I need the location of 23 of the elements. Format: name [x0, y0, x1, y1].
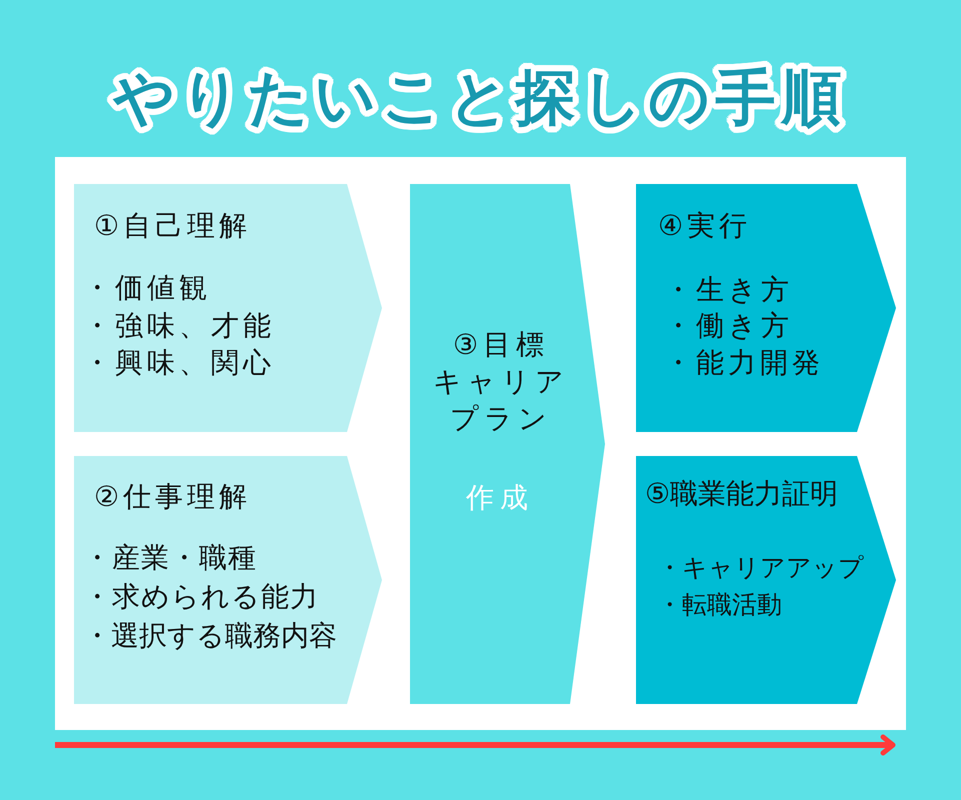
chevron-step [410, 184, 605, 704]
chevron-step [74, 456, 382, 704]
bullet-item: ・強味、才能 [83, 308, 275, 344]
bullet-item: ・求められる能力 [83, 579, 319, 615]
chevron-step [636, 456, 896, 704]
bullet-item: ・価値観 [83, 270, 211, 306]
bullet-item: ・選択する職務内容 [83, 618, 337, 654]
step-heading: ⑤職業能力証明 [645, 476, 838, 512]
step-heading: ②仕事理解 [94, 479, 252, 515]
chevron-step [636, 184, 896, 432]
step-heading: ④実行 [658, 208, 752, 244]
title: やりたいこと探しの手順 [114, 62, 848, 134]
step-heading: ①自己理解 [94, 208, 252, 244]
bullet-item: ・興味、関心 [83, 345, 275, 381]
bullet-item: ・能力開発 [664, 345, 824, 381]
bullet-item: ・転職活動 [657, 589, 782, 621]
bullet-item: ・生き方 [664, 272, 793, 308]
step-text: 作成 [466, 480, 534, 516]
bullet-item: ・産業・職種 [83, 540, 257, 576]
chevron-step [74, 184, 382, 432]
step-heading: ③目標キャリアプラン [432, 327, 570, 437]
bullet-item: ・キャリアアップ [657, 552, 864, 584]
bullet-item: ・働き方 [664, 308, 793, 344]
